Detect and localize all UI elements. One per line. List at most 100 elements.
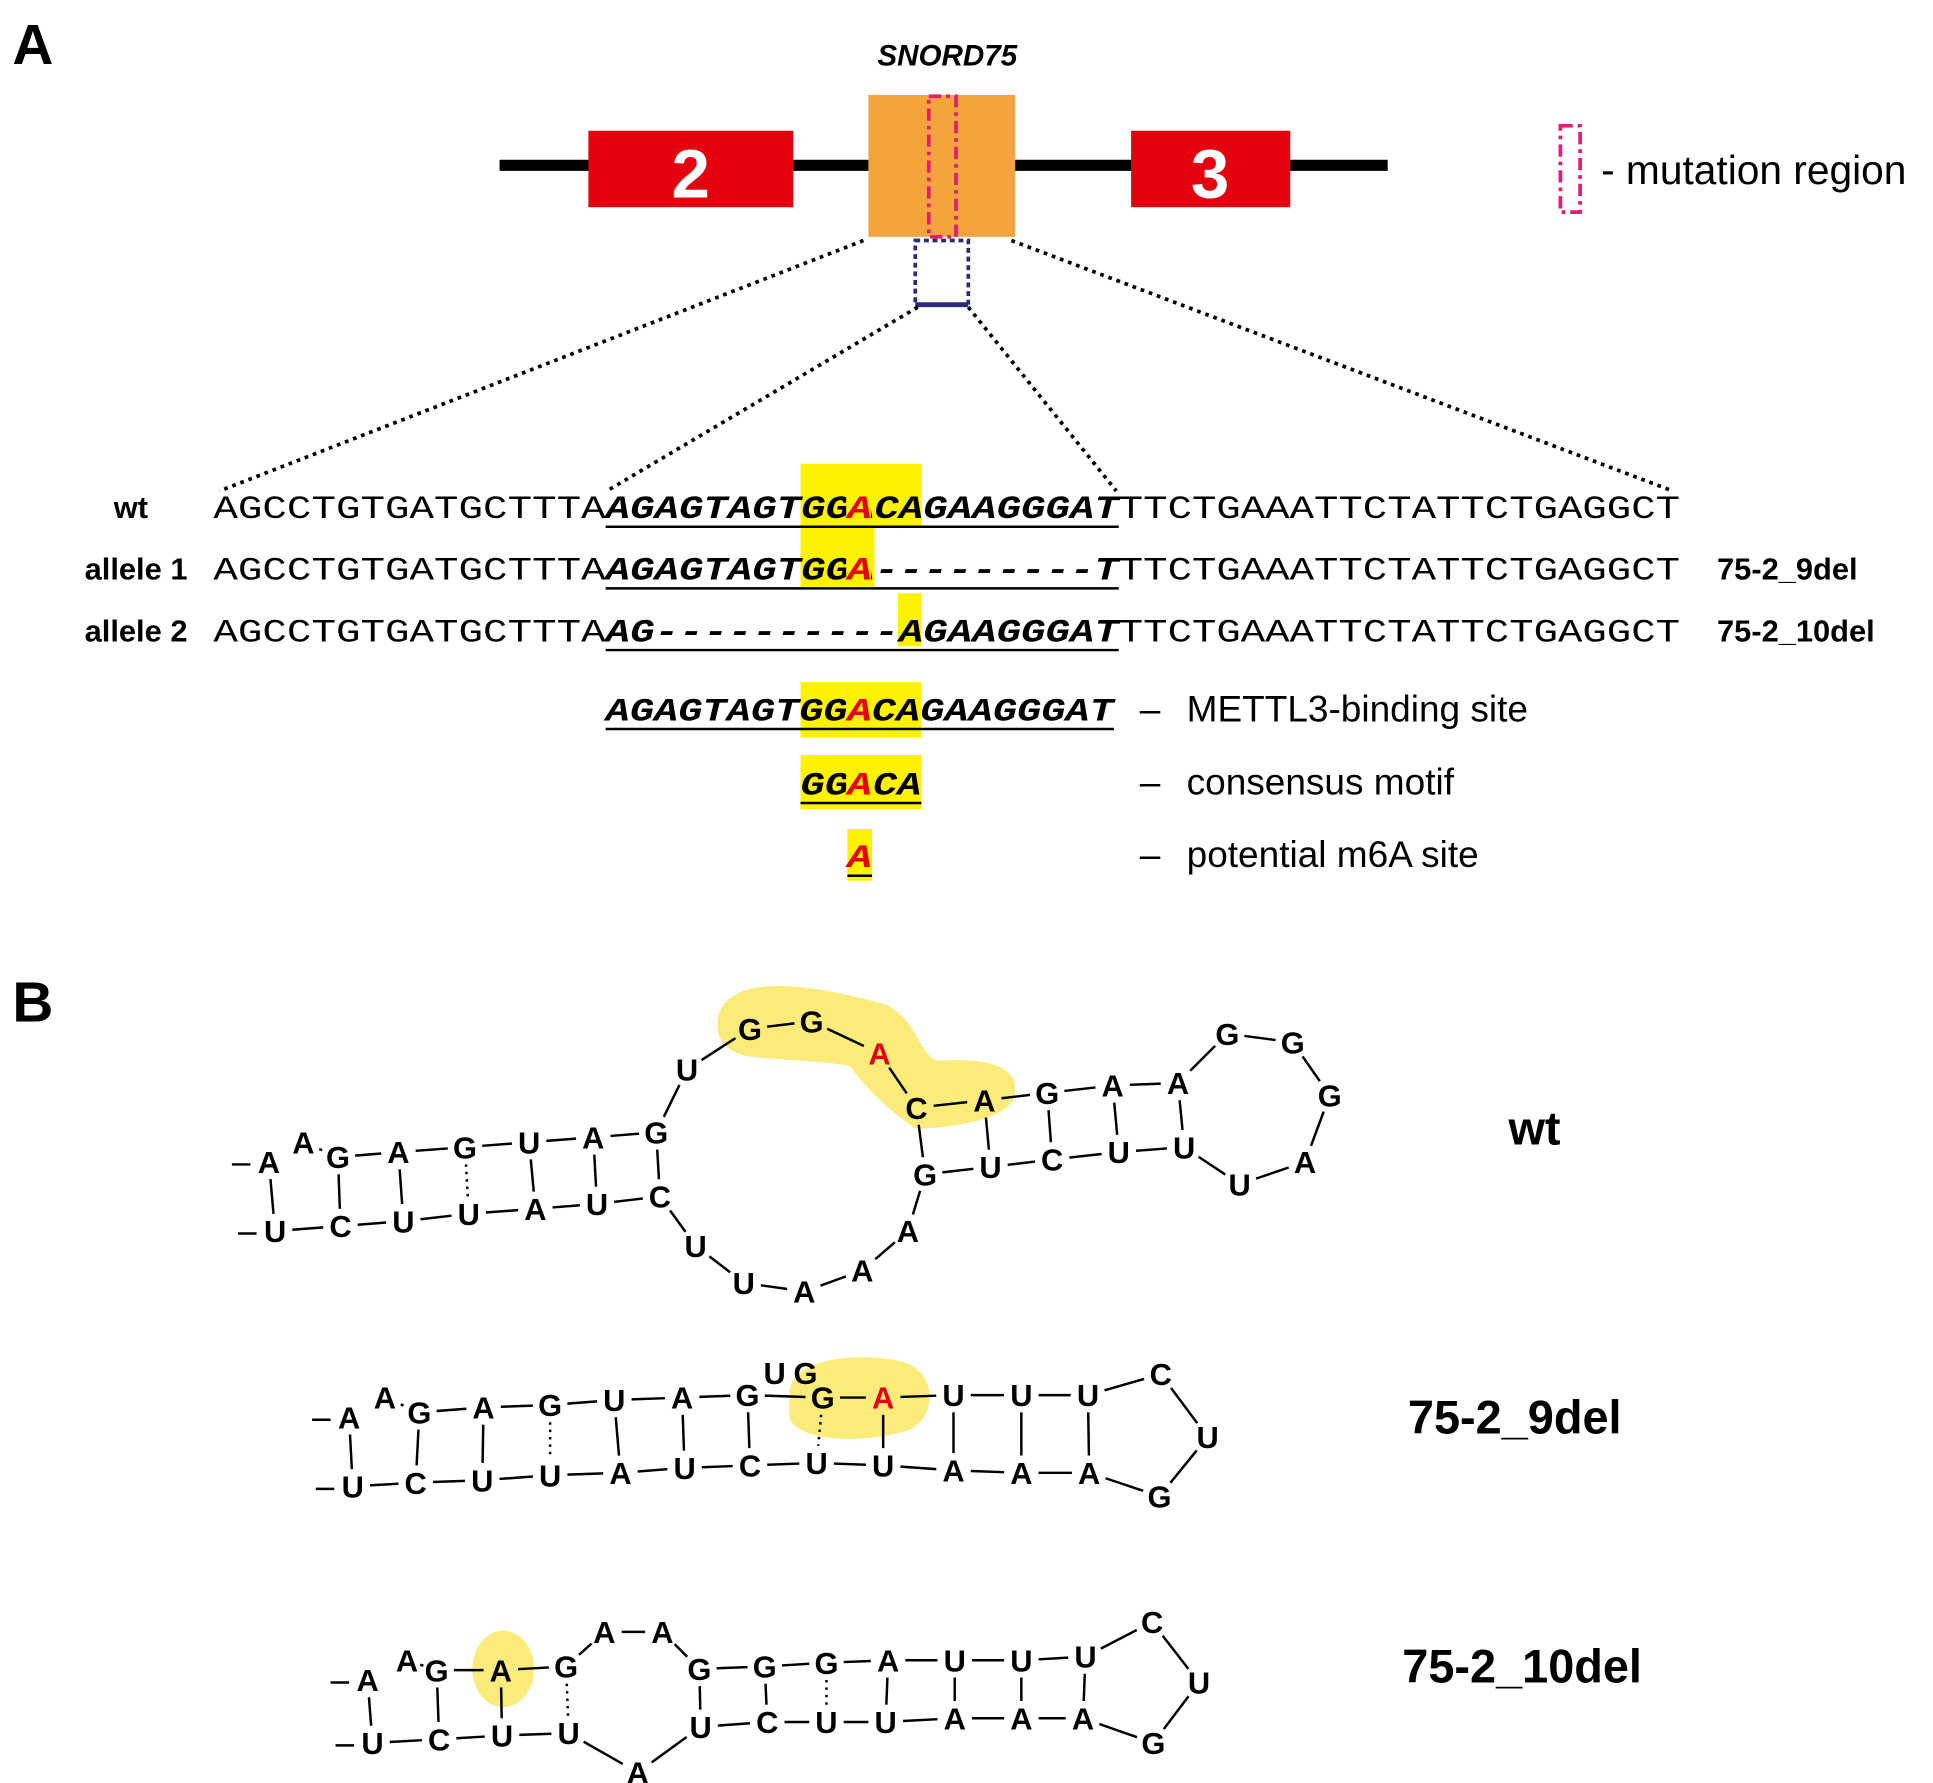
10del-base-19: A xyxy=(944,1701,966,1736)
10del-backbone xyxy=(1100,1628,1138,1650)
wt-base-6: A xyxy=(582,1120,604,1155)
10del-pair xyxy=(367,1697,373,1726)
wt-backbone xyxy=(355,1152,382,1157)
wt-motif-highlight xyxy=(717,985,1016,1129)
10del-backbone xyxy=(1161,1634,1190,1670)
9del-base-22: U xyxy=(805,1446,827,1481)
wt-pair xyxy=(655,1149,661,1180)
wt-base-4: G xyxy=(453,1130,477,1165)
9del-base-27: U xyxy=(471,1463,493,1498)
wt-pair xyxy=(464,1164,470,1197)
key-dash-1: – xyxy=(1140,689,1161,730)
10del-base-0: A xyxy=(356,1663,378,1698)
wt-base-11: A xyxy=(868,1037,890,1072)
exon-2 xyxy=(588,130,794,208)
wt-base-10: G xyxy=(800,1004,824,1039)
wt-backbone xyxy=(552,1204,580,1209)
key-desc-m6a: potential m6A site xyxy=(1187,834,1479,875)
wt-pair xyxy=(337,1174,342,1209)
wt-backbone xyxy=(1001,1093,1031,1100)
m6a-markers: A A A A xyxy=(845,491,872,804)
10del-base-4: G xyxy=(554,1650,578,1685)
wt-base-32: C xyxy=(649,1180,671,1215)
key-m6a-seq: A xyxy=(845,840,872,877)
9del-base-29: U xyxy=(342,1469,364,1504)
10del-base-24: A xyxy=(627,1756,649,1783)
10del-base-10: A xyxy=(877,1643,899,1678)
9del-backbone xyxy=(1169,1449,1198,1484)
9del-backbone xyxy=(970,1469,1005,1474)
9del-base-20: A xyxy=(942,1453,964,1488)
9del-backbone xyxy=(900,1394,937,1399)
10del-backbone xyxy=(650,1736,688,1764)
10del-backbone xyxy=(1098,1722,1138,1739)
10del-backbone xyxy=(517,1666,550,1671)
wt-backbone xyxy=(1069,1152,1102,1159)
wt-backbone xyxy=(1135,1147,1168,1153)
wt-base-2: G xyxy=(326,1140,350,1175)
10del-base-21: U xyxy=(815,1705,837,1740)
wt-base-38: U xyxy=(264,1214,286,1249)
9del-backbone xyxy=(900,1465,937,1471)
seq-allele-1-left: AGCCTGTGATGCTTTA xyxy=(213,553,606,590)
9del-base-15: C xyxy=(1150,1357,1172,1392)
wt-backbone xyxy=(933,1100,968,1108)
10del-base-17: A xyxy=(1072,1701,1094,1736)
9del-backbone xyxy=(436,1407,467,1413)
key-dash-3: – xyxy=(1140,834,1161,875)
wt-backbone xyxy=(485,1208,519,1214)
gene-name: SNORD75 xyxy=(877,39,1017,72)
10del-backbone xyxy=(1038,1656,1069,1661)
9del-pair xyxy=(481,1424,485,1463)
9del-base-6: A xyxy=(671,1381,693,1416)
9del-base-25: A xyxy=(609,1456,631,1491)
wt-pair xyxy=(269,1179,275,1214)
exon-3-label: 3 xyxy=(1191,134,1229,212)
wt-base-36: U xyxy=(392,1204,414,1239)
10del-pair xyxy=(764,1683,768,1705)
wt-backbone xyxy=(942,1167,974,1174)
10del-backbone xyxy=(456,1735,485,1740)
wt-pair xyxy=(529,1159,535,1192)
wt-base-7: G xyxy=(644,1115,668,1150)
9del-backbone xyxy=(369,1482,399,1487)
wt-backbone xyxy=(292,1226,324,1231)
rna-bonds xyxy=(231,1022,1325,1766)
9del-backbone xyxy=(1104,1377,1145,1392)
wt-backbone xyxy=(1301,1055,1321,1082)
seq-allele-2-core: AG----------AGAAGGGAT xyxy=(603,614,1121,651)
10del-base-16: G xyxy=(1141,1726,1165,1761)
10del-base-12: U xyxy=(1010,1643,1032,1678)
9del-base-21: U xyxy=(872,1448,894,1483)
wt-backbone xyxy=(1309,1111,1325,1147)
structure-label-wt: wt xyxy=(1507,1103,1560,1155)
9del-base-18: A xyxy=(1078,1456,1100,1491)
10del-base-11: U xyxy=(944,1643,966,1678)
9del-base-4: G xyxy=(538,1388,562,1423)
9del-backbone xyxy=(701,1464,733,1469)
9del-base-10: G xyxy=(811,1381,835,1416)
key-desc-metttl3: METTL3-binding site xyxy=(1187,689,1528,730)
sequence-underlines xyxy=(605,525,1119,878)
9del-pair xyxy=(816,1414,823,1446)
seq-label-wt: wt xyxy=(113,490,148,525)
wt-backbone xyxy=(415,1147,448,1153)
10del-base-18: A xyxy=(1010,1701,1032,1736)
seq-label-allele-2: allele 2 xyxy=(85,613,188,648)
9del-base-23: C xyxy=(739,1448,761,1483)
seq-allele-2-right: TTCTGAAATTCTATTCTGAGGCT xyxy=(1119,614,1680,651)
10del-base-23: U xyxy=(689,1710,711,1745)
10del-backbone xyxy=(419,1663,424,1667)
wt-backbone xyxy=(888,1066,908,1095)
9del-backbone xyxy=(699,1394,731,1399)
wt-backbone xyxy=(1197,1155,1226,1176)
svg-text:A: A xyxy=(845,491,872,528)
wt-base-15: A xyxy=(1101,1069,1123,1104)
9del-base-14: U xyxy=(1077,1378,1099,1413)
9del-base-8: U xyxy=(764,1356,786,1391)
wt-backbone xyxy=(357,1221,387,1226)
seq-allele-1-right: TTCTGAAATTCTATTCTGAGGCT xyxy=(1119,553,1680,590)
structure-label-9del: 75-2_9del xyxy=(1408,1391,1622,1443)
10del-base-6: A xyxy=(651,1615,673,1650)
